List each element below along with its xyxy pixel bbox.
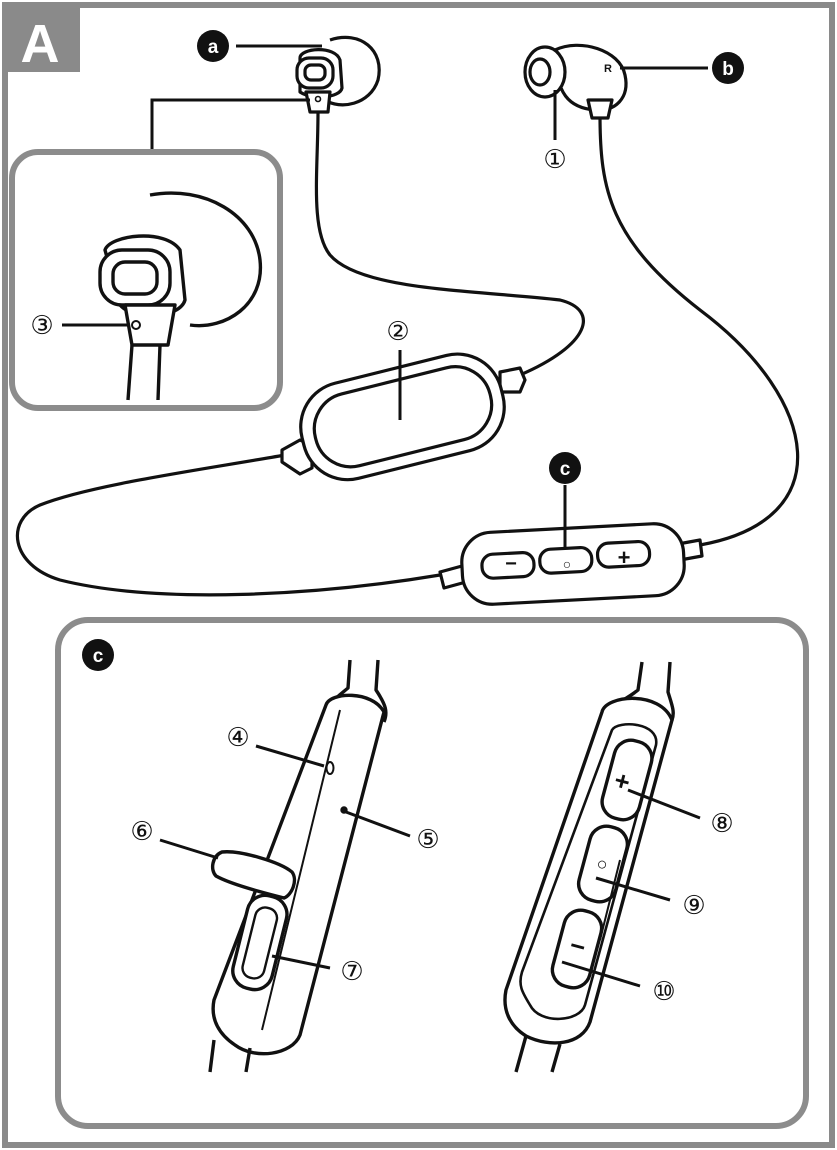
badge-c-detail-label: c [93, 646, 104, 667]
badge-c-label: c [560, 459, 571, 480]
badge-b-label: b [722, 59, 734, 80]
badge-b: b [620, 52, 744, 84]
callout-7: ⑦ [340, 957, 363, 987]
inset-connector [150, 98, 310, 150]
remote-side-view [208, 659, 388, 1073]
callout-2: ② [386, 317, 409, 347]
callout-3: ③ [30, 311, 53, 341]
remote-front-view [503, 661, 675, 1073]
remote-minus-mark: − [505, 553, 517, 575]
right-cable [598, 113, 800, 547]
callout-10: ⑩ [652, 977, 675, 1007]
badge-a-label: a [208, 37, 219, 58]
badge-c-detail: c [82, 639, 114, 671]
callout-5: ⑤ [416, 825, 439, 855]
front-center-mark: ○ [597, 854, 608, 874]
remote-unit [438, 522, 704, 606]
battery-unit [280, 352, 527, 482]
left-cable [314, 110, 585, 377]
neck-loop [15, 453, 442, 597]
callout-8: ⑧ [710, 809, 733, 839]
cable [15, 110, 800, 597]
front-minus-mark: − [567, 930, 589, 963]
callout-6: ⑥ [130, 817, 153, 847]
badge-a: a [197, 30, 322, 62]
inset-earbud [98, 191, 263, 401]
front-plus-mark: + [611, 765, 633, 798]
right-side-marking: R [604, 63, 612, 75]
remote-center-mark: ○ [563, 556, 571, 572]
callout-1: ① [543, 145, 566, 175]
detail-panel [55, 617, 809, 1129]
right-earbud [523, 43, 628, 120]
callout-9: ⑨ [682, 891, 705, 921]
figure-corner-tab: A [2, 2, 80, 74]
left-earbud [295, 35, 381, 114]
remote-plus-mark: + [618, 545, 631, 570]
figure-letter: A [21, 14, 60, 74]
callout-4: ④ [226, 723, 249, 753]
badge-c: c [549, 452, 581, 548]
